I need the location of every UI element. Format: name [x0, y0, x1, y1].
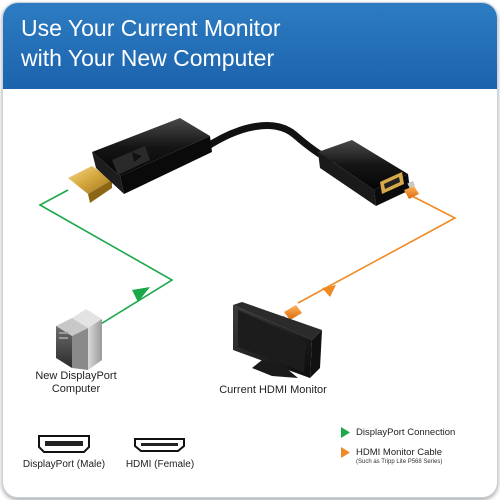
monitor-icon — [233, 302, 322, 378]
displayport-connection-line — [38, 189, 174, 339]
monitor-label: Current HDMI Monitor — [219, 384, 327, 396]
header-banner: Use Your Current Monitor with Your New C… — [3, 3, 497, 89]
displayport-port-icon — [38, 435, 90, 453]
hdmi-cable-end-top — [404, 180, 419, 199]
displayport-arrow-icon — [132, 287, 150, 302]
legend-hdmi-label: HDMI Monitor Cable — [356, 447, 443, 458]
page-title: Use Your Current Monitor with Your New C… — [21, 13, 281, 73]
displayport-port-label: DisplayPort (Male) — [22, 459, 106, 470]
legend-hdmi-sublabel: (Such as Tripp Lite P568 Series) — [356, 459, 443, 465]
legend-hdmi: HDMI Monitor Cable (Such as Tripp Lite P… — [356, 447, 442, 465]
hdmi-connection-line — [297, 195, 457, 304]
hdmi-port-icon — [134, 438, 185, 452]
computer-label: New DisplayPort Computer — [26, 370, 126, 396]
legend-displayport-marker-icon — [341, 427, 350, 438]
legend-displayport-label: DisplayPort Connection — [356, 427, 456, 438]
adapter-cable — [201, 122, 334, 164]
computer-label-line-1: New DisplayPort — [35, 370, 117, 382]
title-line-2: with Your New Computer — [21, 45, 275, 71]
computer-label-line-2: Computer — [51, 383, 101, 395]
hdmi-arrow-icon — [322, 285, 336, 297]
computer-tower-icon — [56, 309, 102, 370]
displayport-plug — [68, 118, 212, 203]
title-line-1: Use Your Current Monitor — [21, 15, 281, 41]
legend-hdmi-marker-icon — [341, 447, 350, 458]
arrow-embossing-icon — [132, 152, 142, 162]
legend-displayport: DisplayPort Connection — [356, 427, 455, 438]
hdmi-female-connector — [318, 140, 410, 206]
hdmi-port-label: HDMI (Female) — [125, 459, 195, 470]
